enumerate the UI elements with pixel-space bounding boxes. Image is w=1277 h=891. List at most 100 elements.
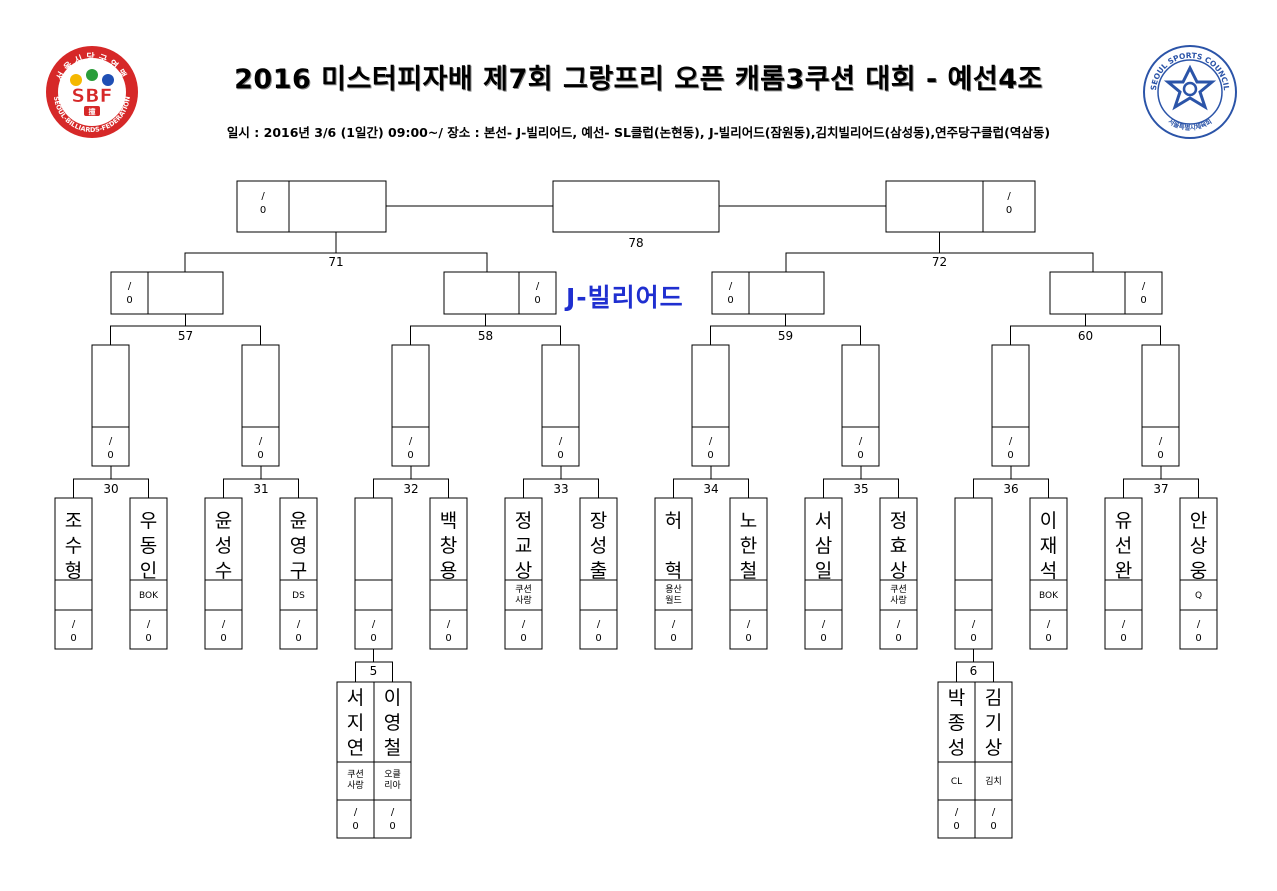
prelim-player-name: 서지연 <box>347 687 364 759</box>
player-name: 서삼일 <box>815 510 832 582</box>
round1-winner-score-box <box>691 426 730 467</box>
svg-text:/: / <box>297 619 301 630</box>
svg-text:삼: 삼 <box>815 535 832 557</box>
sbf-logo-icon: 서울시당구연맹 SEOUL-BILLIARDS-FEDERATION SBF 撞 <box>46 46 138 138</box>
player-club-box <box>504 579 543 611</box>
svg-text:0: 0 <box>126 295 132 306</box>
svg-text:0: 0 <box>257 450 263 461</box>
svg-text:0: 0 <box>970 633 976 644</box>
round2-winner-score-box <box>518 271 557 315</box>
svg-text:영: 영 <box>290 535 307 557</box>
event-info: 일시 : 2016년 3/6 (1일간) 09:00~/ 장소 : 본선- J-… <box>226 125 1051 140</box>
match-number: 71 <box>328 255 343 269</box>
svg-text:/: / <box>409 436 413 447</box>
player-name: 윤성수 <box>215 510 232 582</box>
round1-winner-score-box <box>841 426 880 467</box>
match-connector <box>956 661 994 682</box>
svg-text:/: / <box>147 619 151 630</box>
player-score: /0 <box>70 619 76 644</box>
semifinal-left-score-box <box>236 180 290 233</box>
player-score: /0 <box>970 619 976 644</box>
round2-winner-score-box <box>711 271 750 315</box>
player-club-box <box>429 579 468 611</box>
match-number: 31 <box>253 482 268 496</box>
svg-text:0: 0 <box>445 633 451 644</box>
svg-text:/: / <box>261 191 265 202</box>
svg-text:출: 출 <box>590 560 607 582</box>
player-name: 이재석 <box>1040 510 1057 582</box>
svg-text:/: / <box>522 619 526 630</box>
round2-winner-score: /0 <box>1140 281 1146 306</box>
svg-text:서: 서 <box>815 510 832 532</box>
final-box <box>552 180 720 233</box>
svg-text:/: / <box>222 619 226 630</box>
round1-winner-score: /0 <box>857 436 863 461</box>
svg-text:0: 0 <box>370 633 376 644</box>
svg-text:연: 연 <box>347 737 364 759</box>
player-score: /0 <box>820 619 826 644</box>
player-score: /0 <box>145 619 151 644</box>
svg-text:상: 상 <box>890 560 907 582</box>
player-club: DS <box>292 591 305 601</box>
round1-winner-score-box <box>1141 426 1180 467</box>
player-score-box <box>54 609 93 650</box>
player-score-box <box>1179 609 1218 650</box>
svg-text:0: 0 <box>727 295 733 306</box>
svg-text:용: 용 <box>440 560 457 582</box>
svg-text:/: / <box>1007 191 1011 202</box>
svg-text:0: 0 <box>389 821 395 832</box>
svg-text:/: / <box>747 619 751 630</box>
player-score-box <box>504 609 543 650</box>
player-score: /0 <box>895 619 901 644</box>
player-name-box <box>429 497 468 581</box>
player-name-box <box>354 497 393 581</box>
player-score: /0 <box>445 619 451 644</box>
svg-text:사랑: 사랑 <box>515 594 532 606</box>
svg-text:성: 성 <box>948 737 965 759</box>
svg-text:/: / <box>72 619 76 630</box>
player-name-box <box>1179 497 1218 581</box>
svg-text:/: / <box>391 807 395 818</box>
svg-text:형: 형 <box>65 560 82 582</box>
round1-winner-name-box <box>541 344 580 428</box>
player-club-box <box>579 579 618 611</box>
prelim-player-club: 김치 <box>985 775 1002 787</box>
player-score-box <box>879 609 918 650</box>
svg-text:허: 허 <box>665 510 682 532</box>
seoul-sports-council-logo-icon: SEOUL SPORTS COUNCIL 서울특별시체육회 <box>1143 45 1237 139</box>
svg-text:영: 영 <box>384 712 401 734</box>
svg-text:석: 석 <box>1040 560 1057 582</box>
round1-winner-score: /0 <box>407 436 413 461</box>
player-score-box <box>579 609 618 650</box>
player-club-box <box>729 579 768 611</box>
player-score-box <box>429 609 468 650</box>
svg-text:0: 0 <box>1007 450 1013 461</box>
round2-winner-score: /0 <box>727 281 733 306</box>
prelim-player-score-box <box>336 799 375 839</box>
svg-text:정: 정 <box>890 510 907 532</box>
svg-text:서: 서 <box>347 687 364 709</box>
player-club: BOK <box>139 591 159 601</box>
match-number: 59 <box>778 329 793 343</box>
player-name: 정교상 <box>515 510 532 582</box>
svg-text:/: / <box>1159 436 1163 447</box>
player-name-box <box>954 497 993 581</box>
match-number: 36 <box>1003 482 1018 496</box>
player-club-box <box>1029 579 1068 611</box>
svg-text:쿠션: 쿠션 <box>890 584 907 595</box>
match-number: 35 <box>853 482 868 496</box>
svg-text:SBF: SBF <box>71 85 112 107</box>
semifinal-right-score: /0 <box>1006 191 1012 216</box>
svg-text:DS: DS <box>292 591 305 601</box>
player-club: Q <box>1195 591 1202 601</box>
player-name: 노한철 <box>740 510 757 582</box>
svg-text:종: 종 <box>948 712 965 734</box>
player-score-box <box>279 609 318 650</box>
player-club-box <box>879 579 918 611</box>
prelim-player-score: /0 <box>990 807 996 832</box>
svg-text:/: / <box>672 619 676 630</box>
svg-text:윤: 윤 <box>215 510 232 532</box>
prelim-player-name: 박종성 <box>948 687 965 759</box>
